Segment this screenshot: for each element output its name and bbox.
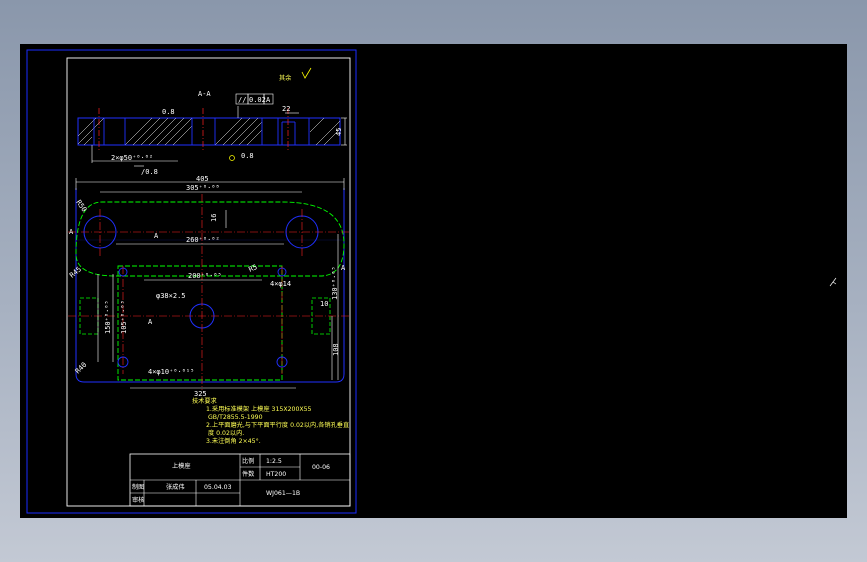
flatness-value: 0.02 bbox=[249, 96, 266, 104]
section-label: A-A bbox=[198, 90, 211, 98]
dim-10: 10 bbox=[320, 300, 328, 308]
dim-150: 150⁺⁰·⁰⁵ bbox=[104, 300, 112, 334]
checker-label: 审核 bbox=[132, 496, 144, 504]
tech-note-5: 3.未注倒角 2×45°. bbox=[206, 437, 261, 445]
sheet-outer-border bbox=[26, 49, 357, 514]
tech-note-2: GB/T2855.5-1990 bbox=[208, 414, 263, 421]
hole-callout-top: 2×φ50⁺⁰·⁰² bbox=[111, 154, 153, 162]
tech-note-0: 技术要求 bbox=[192, 397, 217, 405]
tech-note-4: 度 0.02以内. bbox=[208, 429, 244, 437]
flatness-callout: // 0.02 A bbox=[235, 93, 274, 105]
dim-405: 405 bbox=[196, 175, 209, 183]
technical-notes: 技术要求 1.采用标准模架 上模座 315X200X55 GB/T2855.5-… bbox=[192, 397, 349, 445]
dim-22: 22 bbox=[282, 105, 290, 113]
drawing-date: 05.04.03 bbox=[204, 484, 232, 491]
dim-phi38: φ38×2.5 bbox=[156, 292, 186, 300]
tech-note-3: 2.上平面磨光,与下平面平行度 0.02以内,各销孔垂直 bbox=[206, 421, 349, 429]
section-marker-a-right: A bbox=[341, 264, 346, 272]
roughness-top: 0.8 bbox=[162, 108, 175, 116]
roughness-bottom: 0.8 bbox=[241, 152, 254, 160]
surface-finish-note: 其余 bbox=[279, 74, 292, 82]
drawing-number: 00-06 bbox=[312, 464, 330, 471]
checkmark-icon bbox=[301, 67, 312, 79]
cursor-icon bbox=[829, 277, 837, 287]
dim-200: 200⁺⁰·⁰⁵ bbox=[188, 272, 222, 280]
cad-drawing: A-A // 0.02 A 0.8 0.8 其余 2×φ50⁺⁰·⁰² /0.8… bbox=[26, 49, 837, 514]
dim-45: 45 bbox=[335, 128, 343, 136]
section-marker-a-top: A bbox=[154, 232, 159, 240]
title-block: 上模座 比例 1:2.5 件数 HT200 00-06 制图 张成伟 05.04… bbox=[129, 453, 351, 507]
plan-dimension-lines bbox=[75, 178, 345, 389]
section-marker-a-left: A bbox=[69, 228, 74, 236]
dim-4xphi14: 4×φ14 bbox=[270, 280, 291, 288]
plan-center-lines bbox=[68, 194, 350, 390]
dim-4xphi10: 4×φ10⁺⁰·⁰¹⁵ bbox=[148, 368, 194, 376]
hole-callout-sub: /0.8 bbox=[141, 168, 158, 176]
section-marker-a-center: A bbox=[148, 318, 153, 326]
school-code: WJ061—1B bbox=[266, 490, 300, 497]
dim-260: 260⁺⁰·⁰² bbox=[186, 236, 220, 244]
qty-label: 件数 bbox=[242, 470, 255, 478]
part-name: 上模座 bbox=[172, 462, 191, 470]
dim-305: 305⁺⁰·⁰⁸ bbox=[186, 184, 220, 192]
dim-105: 105⁺⁰·⁰³ bbox=[120, 300, 128, 334]
dim-16: 16 bbox=[210, 214, 218, 222]
roughness-symbol bbox=[229, 155, 235, 161]
dim-108: 108 bbox=[332, 343, 340, 356]
dim-325: 325 bbox=[194, 390, 207, 398]
dim-r5: R5 bbox=[247, 263, 258, 274]
scale-label: 比例 bbox=[242, 457, 254, 465]
section-dimension-lines bbox=[91, 106, 347, 167]
scale-value: 1:2.5 bbox=[266, 458, 282, 465]
designer-label: 制图 bbox=[132, 483, 144, 491]
tech-note-1: 1.采用标准模架 上模座 315X200X55 bbox=[206, 405, 312, 413]
dim-r45: R45 bbox=[68, 265, 83, 279]
section-view-a-a bbox=[77, 108, 341, 152]
dim-130: 130⁺⁰·⁰⁵ bbox=[331, 266, 339, 300]
designer-name: 张成伟 bbox=[166, 483, 185, 491]
flatness-symbol: // bbox=[238, 96, 246, 104]
material: HT200 bbox=[266, 471, 286, 478]
cad-model-space[interactable]: A-A // 0.02 A 0.8 0.8 其余 2×φ50⁺⁰·⁰² /0.8… bbox=[20, 44, 847, 518]
flatness-datum: A bbox=[266, 96, 271, 104]
